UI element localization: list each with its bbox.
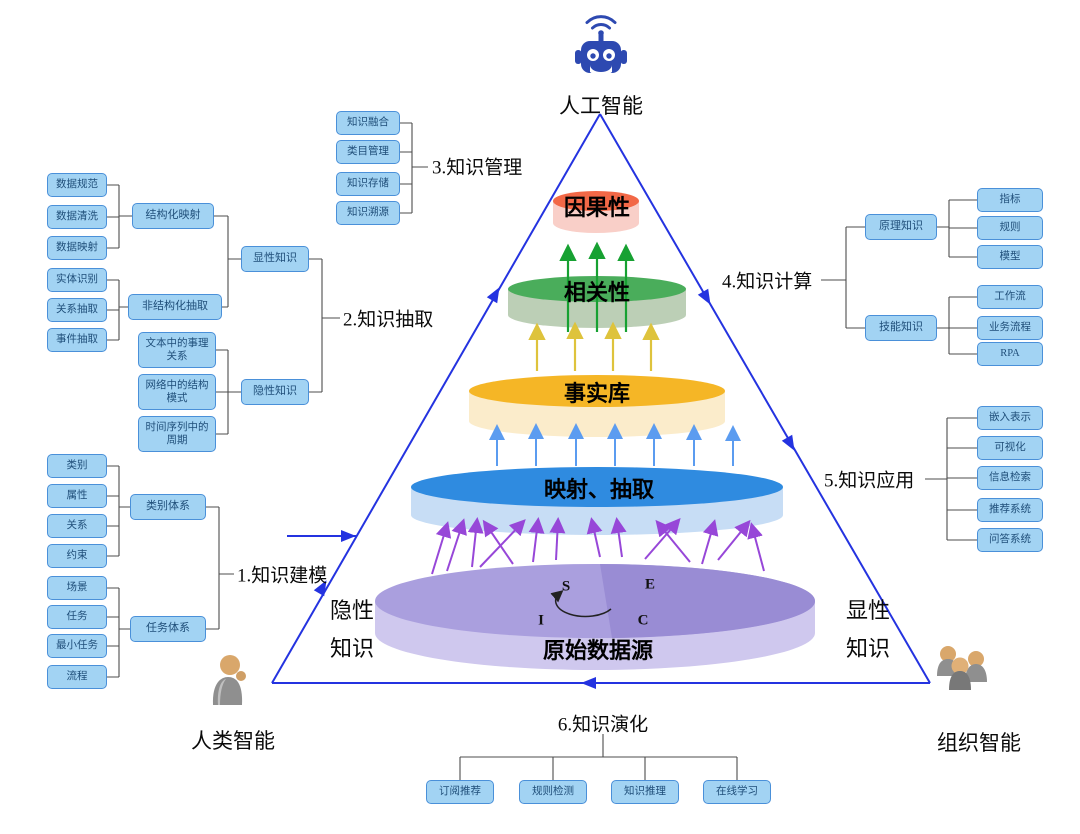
tacit-knowledge-label: 隐性 知识 (329, 598, 375, 661)
stage-label-extraction: 2.知识抽取 (343, 309, 434, 331)
triangle-edges (271, 113, 931, 684)
tree-connectors (107, 122, 977, 780)
blue-arrows (489, 423, 741, 466)
tree-node: 知识溯源 (336, 201, 400, 225)
tree-node: 可视化 (977, 436, 1043, 460)
green-arrows (559, 241, 635, 332)
layer-disk-source (375, 564, 816, 670)
tree-node: 场景 (47, 576, 107, 600)
tree-node: 数据清洗 (47, 205, 107, 229)
layer-disk-causality (553, 191, 639, 233)
tree-node: 实体识别 (47, 268, 107, 292)
tree-node: 规则检测 (519, 780, 587, 804)
tree-node: 订阅推荐 (426, 780, 494, 804)
yellow-arrows (528, 321, 660, 371)
layer-disk-mapping (411, 467, 783, 535)
tree-node: 类目管理 (336, 140, 400, 164)
tree-node: 网络中的结构模式 (138, 374, 216, 410)
tree-node: 数据映射 (47, 236, 107, 260)
node-task-system: 任务体系 (130, 616, 206, 642)
node-skill-knowledge: 技能知识 (865, 315, 937, 341)
tree-node: 数据规范 (47, 173, 107, 197)
tree-node: 流程 (47, 665, 107, 689)
seci-letter-e: E (644, 576, 656, 593)
seci-cycle-arrow (550, 590, 612, 618)
tree-node: 时间序列中的周期 (138, 416, 216, 452)
tree-node: 工作流 (977, 285, 1043, 309)
stage-label-computation: 4.知识计算 (722, 271, 813, 293)
tree-node: 知识存储 (336, 172, 400, 196)
org-intelligence-label: 组织智能 (937, 731, 1021, 755)
node-implicit-knowledge: 隐性知识 (241, 379, 309, 405)
tree-node: 关系抽取 (47, 298, 107, 322)
tree-node: 业务流程 (977, 316, 1043, 340)
seci-letter-i: I (538, 612, 544, 629)
tree-node: 信息检索 (977, 466, 1043, 490)
tree-node: 推荐系统 (977, 498, 1043, 522)
tree-node: 类别 (47, 454, 107, 478)
tree-node: 关系 (47, 514, 107, 538)
stage-label-modeling: 1.知识建模 (237, 565, 328, 587)
layer-label-facts: 事实库 (563, 381, 631, 406)
human-intelligence-label: 人类智能 (191, 729, 275, 753)
ai-label: 人工智能 (559, 94, 643, 118)
tree-node: 最小任务 (47, 634, 107, 658)
robot-icon (575, 15, 627, 74)
tree-node: 嵌入表示 (977, 406, 1043, 430)
person-icon (212, 655, 246, 705)
node-category-system: 类别体系 (130, 494, 206, 520)
tree-node: 指标 (977, 188, 1043, 212)
tree-node: 在线学习 (703, 780, 771, 804)
layer-label-correlation: 相关性 (563, 280, 631, 305)
seci-letter-c: C (637, 612, 649, 629)
node-unstructured-extraction: 非结构化抽取 (128, 294, 222, 320)
node-explicit-knowledge: 显性知识 (241, 246, 309, 272)
tree-node: 模型 (977, 245, 1043, 269)
triangle-arrowheads (313, 287, 795, 689)
tree-node: 知识融合 (336, 111, 400, 135)
group-icon (937, 646, 987, 690)
tree-node: 约束 (47, 544, 107, 568)
stage-label-application: 5.知识应用 (824, 470, 915, 492)
tree-node: 规则 (977, 216, 1043, 240)
stage-label-management: 3.知识管理 (432, 157, 523, 179)
tree-node: 文本中的事理关系 (138, 332, 216, 368)
tree-node: RPA (977, 342, 1043, 366)
tree-node: 任务 (47, 605, 107, 629)
tree-node: 属性 (47, 484, 107, 508)
seci-letter-s: S (561, 578, 571, 595)
stage-label-evolution: 6.知识演化 (557, 714, 649, 736)
layer-label-mapping: 映射、抽取 (543, 477, 655, 502)
tree-node: 问答系统 (977, 528, 1043, 552)
layer-label-causality: 因果性 (563, 195, 631, 220)
purple-arrows (431, 517, 765, 575)
tree-node: 事件抽取 (47, 328, 107, 352)
node-structured-mapping: 结构化映射 (132, 203, 214, 229)
explicit-knowledge-label: 显性 知识 (845, 598, 891, 661)
node-principle-knowledge: 原理知识 (865, 214, 937, 240)
tree-node: 知识推理 (611, 780, 679, 804)
layer-label-source: 原始数据源 (542, 638, 654, 663)
